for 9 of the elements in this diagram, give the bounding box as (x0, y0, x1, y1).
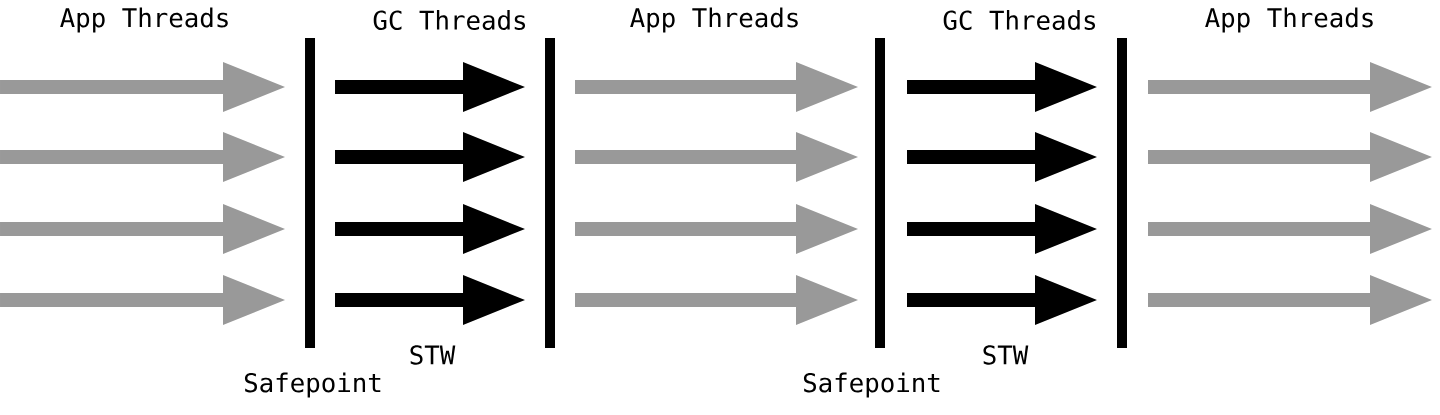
stw-label: STW (983, 345, 1029, 365)
safepoint-label: Safepoint (803, 372, 940, 398)
thread-group-label: App Threads (60, 7, 228, 33)
thread-group-label: GC Threads (943, 10, 1096, 30)
thread-group-label: App Threads (1205, 7, 1373, 33)
stw-label: STW (410, 345, 456, 365)
thread-group-label: App Threads (630, 7, 798, 33)
safepoint-label: Safepoint (244, 372, 381, 398)
thread-group-label: GC Threads (373, 10, 526, 30)
